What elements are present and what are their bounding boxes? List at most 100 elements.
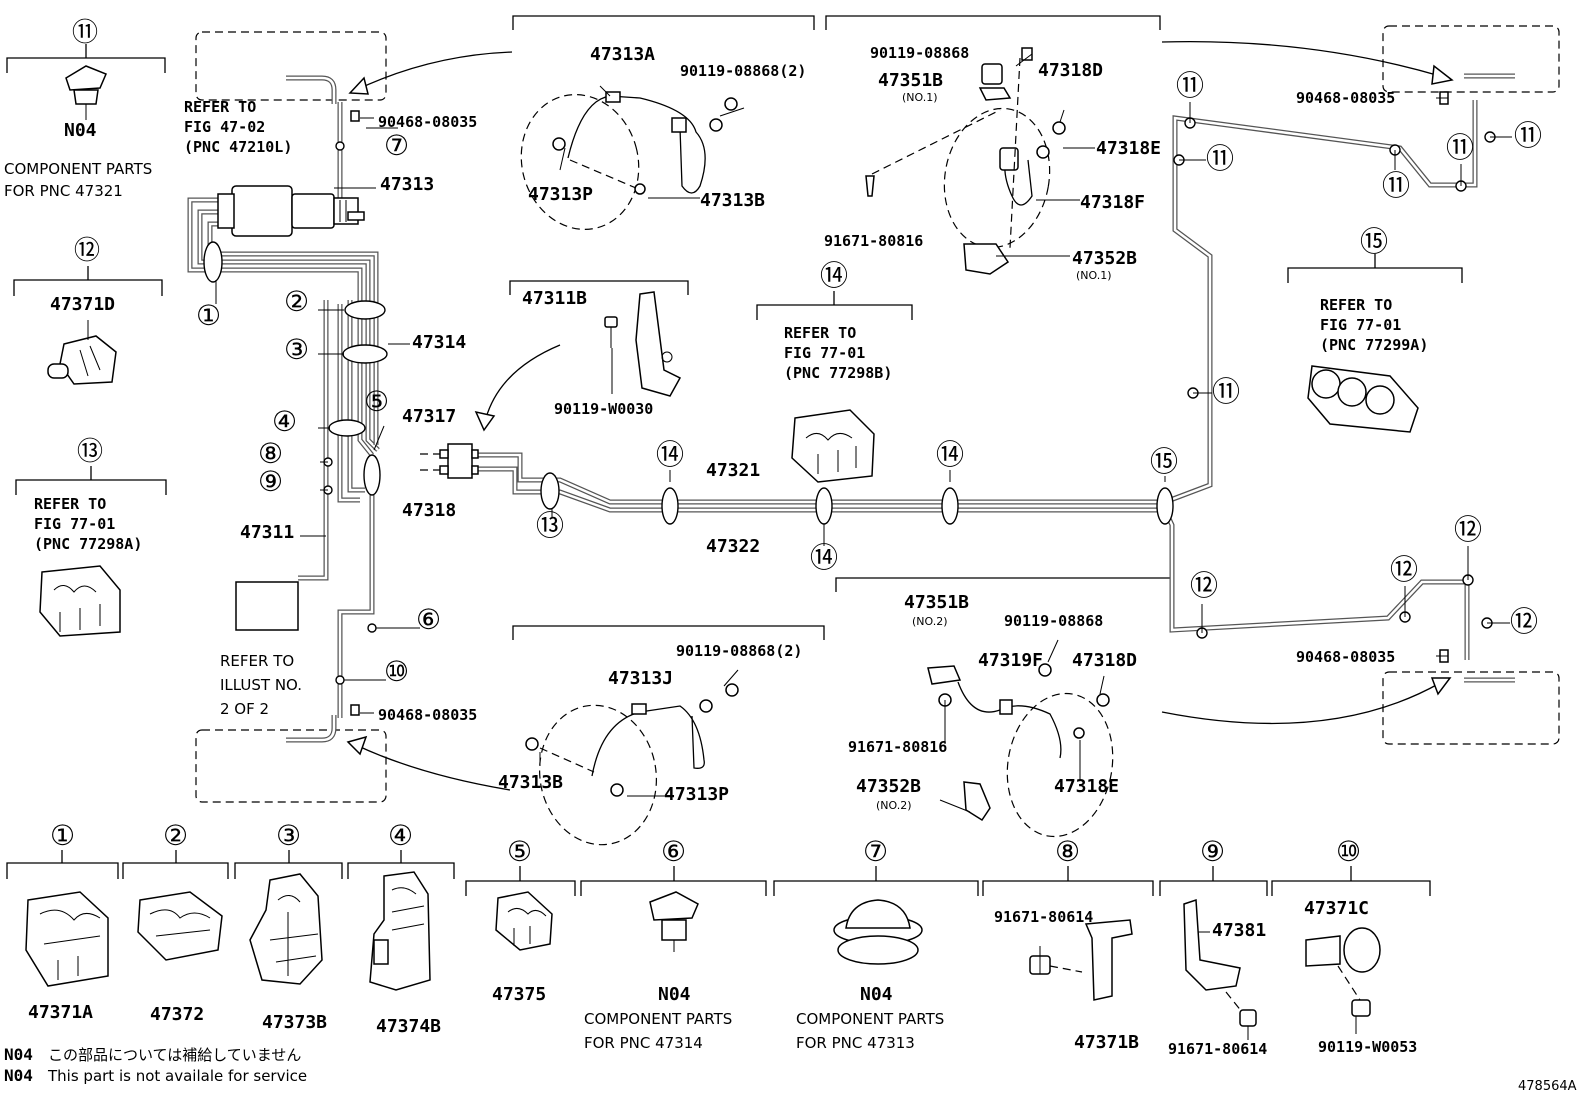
part-47318D-bot: 47318D — [1072, 650, 1138, 671]
comp-7-line1: COMPONENT PARTS — [796, 1010, 945, 1028]
callout-12-c: ⑫ — [1390, 553, 1419, 586]
clamp-47371A-icon — [25, 891, 109, 987]
part-47318: 47318 — [402, 500, 457, 521]
ref-4702-1: REFER TO — [184, 98, 257, 116]
part-47313: 47313 — [380, 174, 435, 195]
part-90119-W0053: 90119-W0053 — [1318, 1038, 1418, 1056]
part-47351B-bot: 47351B — [904, 592, 970, 613]
ref-77298A-1: REFER TO — [34, 495, 107, 513]
part-47313P-top: 47313P — [528, 184, 594, 205]
callout-6-b: ⑥ — [661, 835, 687, 868]
part-47374B: 47374B — [376, 1016, 442, 1037]
comp-6-line2: FOR PNC 47314 — [584, 1034, 703, 1052]
bushing-47371C-icon — [1305, 927, 1381, 1017]
part-90468-08035-tl: 90468-08035 — [378, 113, 478, 131]
part-47311: 47311 — [240, 522, 295, 543]
note-n04-jp: この部品については補給していません — [48, 1046, 302, 1064]
master-cylinder-47313 — [217, 185, 365, 237]
callout-4-b: ④ — [388, 819, 414, 852]
callout-5-a: ⑤ — [364, 385, 390, 418]
ref-illust-1: REFER TO — [220, 652, 295, 670]
part-47313B-bot: 47313B — [498, 772, 564, 793]
part-90119-W0030: 90119-W0030 — [554, 400, 654, 418]
code-n04-11: N04 — [64, 120, 97, 141]
part-47351B-top: 47351B — [878, 70, 944, 91]
callout-11-g: ⑪ — [1212, 375, 1241, 408]
clamp-77298A-icon — [39, 565, 121, 637]
part-90119-08868-2-top: 90119-08868(2) — [680, 62, 807, 80]
comp-11-line2: FOR PNC 47321 — [4, 182, 123, 200]
part-90119-08868-bot: 90119-08868 — [1004, 612, 1104, 630]
part-47313J: 47313J — [608, 668, 674, 689]
callout-7-b: ⑦ — [863, 835, 889, 868]
ref-illust-2: ILLUST NO. — [220, 676, 303, 694]
callout-3-b: ③ — [276, 819, 302, 852]
group-brackets — [6, 15, 1463, 896]
callout-14-c: ⑭ — [936, 438, 965, 471]
part-47371A: 47371A — [28, 1002, 94, 1023]
part-90468-08035-bl: 90468-08035 — [378, 706, 478, 724]
part-47311B: 47311B — [522, 288, 588, 309]
hose-47313J-icon — [525, 683, 739, 797]
part-47322: 47322 — [706, 536, 761, 557]
callout-12-a: ⑫ — [74, 236, 101, 266]
note-n04-code-en: N04 — [4, 1066, 33, 1085]
callout-5-b: ⑤ — [507, 835, 533, 868]
callout-15-a: ⑮ — [1150, 445, 1179, 478]
callout-10-b: ⑩ — [1336, 835, 1362, 868]
callout-14-a: ⑭ — [656, 438, 685, 471]
part-47352B-bot-sub: (NO.2) — [876, 799, 912, 812]
ref-77299A-1: REFER TO — [1320, 296, 1393, 314]
part-90468-08035-tr: 90468-08035 — [1296, 89, 1396, 107]
caliper-hose-bottom-icon — [927, 663, 1110, 822]
clamp-47374B-icon — [369, 871, 431, 991]
part-90119-08868-top: 90119-08868 — [870, 44, 970, 62]
callout-2-a: ② — [284, 285, 310, 318]
flow-arrows — [346, 40, 1454, 791]
callout-7-a: ⑦ — [384, 129, 410, 162]
callout-12-e: ⑫ — [1510, 605, 1539, 638]
part-47317: 47317 — [402, 406, 457, 427]
code-n04-6: N04 — [658, 984, 691, 1005]
clamp-47375-icon — [495, 891, 553, 951]
hose-47313A-icon — [552, 91, 738, 195]
part-47313P-bot: 47313P — [664, 784, 730, 805]
note-n04-en: This part is not availale for service — [48, 1067, 308, 1085]
part-47372: 47372 — [150, 1004, 205, 1025]
callout-9-b: ⑨ — [1200, 835, 1226, 868]
ref-77298B-2: FIG 77-01 — [784, 344, 866, 362]
part-91671-80614-a: 91671-80614 — [994, 908, 1094, 926]
clip-47371D-icon — [47, 335, 117, 385]
part-47351B-bot-sub: (NO.2) — [912, 615, 948, 628]
part-47352B-top: 47352B — [1072, 248, 1138, 269]
part-47375: 47375 — [492, 984, 547, 1005]
clip-n04-47314-icon — [649, 891, 699, 952]
callout-12-d: ⑫ — [1454, 513, 1483, 546]
callout-10-a: ⑩ — [384, 655, 410, 688]
diagram-id: 478564A — [1518, 1079, 1577, 1094]
comp-11-line1: COMPONENT PARTS — [4, 160, 153, 178]
callout-11-a: ⑪ — [72, 18, 99, 48]
part-47352B-bot: 47352B — [856, 776, 922, 797]
ref-77298B-3: (PNC 77298B) — [784, 364, 893, 382]
code-n04-7: N04 — [860, 984, 893, 1005]
comp-6-line1: COMPONENT PARTS — [584, 1010, 733, 1028]
part-47313A: 47313A — [590, 44, 656, 65]
ref-illust-3: 2 OF 2 — [220, 700, 270, 718]
part-47321: 47321 — [706, 460, 761, 481]
callout-4-a: ④ — [272, 405, 298, 438]
ref-77299A-3: (PNC 77299A) — [1320, 336, 1429, 354]
ref-4702-2: FIG 47-02 — [184, 118, 266, 136]
bracket-47371B-icon — [1029, 919, 1133, 1001]
callout-11-d: ⑪ — [1382, 169, 1411, 202]
comp-7-line2: FOR PNC 47313 — [796, 1034, 915, 1052]
bracket-47381-icon — [1183, 898, 1257, 1027]
part-47371D: 47371D — [50, 294, 116, 315]
callout-11-c: ⑪ — [1206, 142, 1235, 175]
callout-6-a: ⑥ — [416, 603, 442, 636]
caliper-hose-top-icon — [865, 47, 1066, 275]
part-47371B: 47371B — [1074, 1032, 1140, 1053]
callout-13-a: ⑬ — [77, 437, 104, 467]
callout-8-a: ⑧ — [258, 437, 284, 470]
